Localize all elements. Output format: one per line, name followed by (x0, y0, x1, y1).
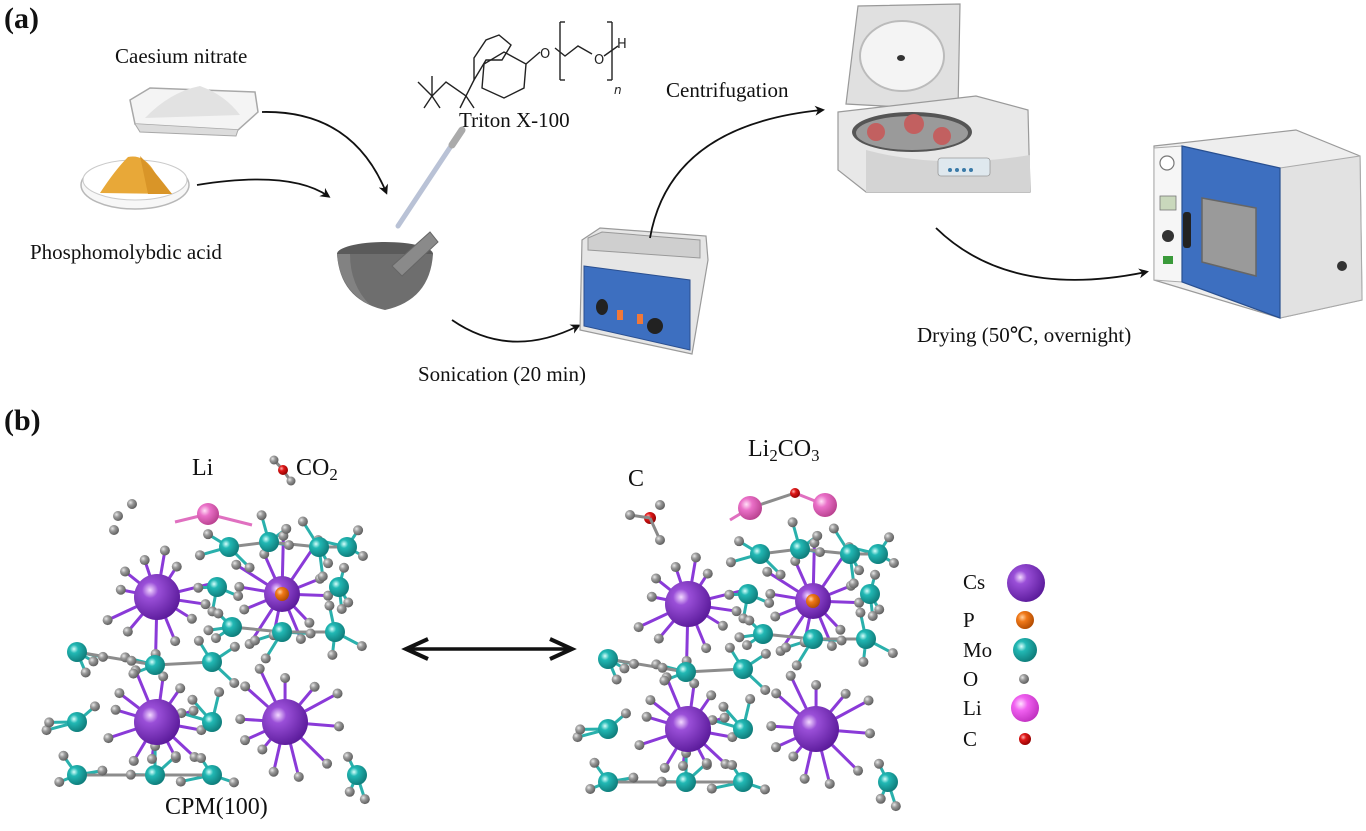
ultrasonic-bath-icon (579, 227, 709, 355)
pipette-icon (395, 126, 466, 229)
li-label: Li (192, 455, 214, 481)
petri-dish-icon (80, 156, 190, 210)
legend-c-sphere (1019, 733, 1031, 745)
legend-mo-label: Mo (963, 638, 993, 662)
phosphomolybdic-acid-label: Phosphomolybdic acid (30, 240, 222, 264)
weighing-boat-icon (129, 86, 259, 137)
drying-oven-icon (1153, 129, 1363, 319)
arrow-mortar-to-sonicator (451, 319, 581, 343)
li2co3-label: Li2CO3 (748, 436, 820, 466)
mortar-pestle-icon (337, 231, 439, 310)
co2-label: CO2 (296, 455, 338, 485)
co2-molecule-icon (269, 455, 296, 486)
arrow-caesium-to-mortar (261, 111, 388, 195)
centrifuge-icon (837, 3, 1031, 193)
arrow-pma-to-mortar (196, 178, 331, 198)
legend-li-label: Li (963, 696, 982, 720)
triton-o1: O (540, 47, 550, 62)
cpm100-caption: CPM(100) (165, 794, 268, 820)
legend-p-label: P (963, 608, 975, 632)
legend-o-sphere (1019, 674, 1029, 684)
li2co3-s2: 3 (811, 446, 820, 466)
legend-mo-sphere (1013, 638, 1037, 662)
co2-label-sub: 2 (329, 465, 338, 485)
legend-spheres (1007, 564, 1045, 745)
triton-x100-label: Triton X-100 (459, 108, 570, 132)
sonication-label: Sonication (20 min) (418, 362, 586, 386)
legend-li-sphere (1011, 694, 1039, 722)
c-label: C (628, 466, 645, 492)
li2co3-structure-right (572, 488, 901, 812)
triton-x100-structure (417, 21, 619, 109)
cpm100-structure-left (41, 499, 370, 805)
arrow-sonicator-to-centrifuge (649, 105, 825, 239)
co2-label-main: CO (296, 455, 330, 481)
legend-o-label: O (963, 667, 979, 691)
panel-a-label: (a) (4, 2, 39, 35)
legend-cs-label: Cs (963, 570, 986, 594)
triton-h: H (617, 37, 627, 52)
li2co3-s1: 2 (769, 446, 778, 466)
caesium-nitrate-label: Caesium nitrate (115, 44, 248, 68)
drying-label: Drying (50℃, overnight) (917, 323, 1132, 347)
legend-cs-sphere (1007, 564, 1045, 602)
legend-p-sphere (1016, 611, 1034, 629)
legend-c-label: C (963, 727, 978, 751)
li2co3-p1: Li (748, 436, 770, 462)
arrow-centrifuge-to-oven (935, 227, 1149, 281)
triton-n: n (614, 83, 622, 97)
triton-o2: O (594, 53, 604, 68)
centrifugation-label: Centrifugation (666, 78, 789, 102)
panel-b-label: (b) (4, 404, 41, 437)
reversible-arrow (401, 637, 577, 661)
li2co3-p2: CO (777, 436, 812, 462)
